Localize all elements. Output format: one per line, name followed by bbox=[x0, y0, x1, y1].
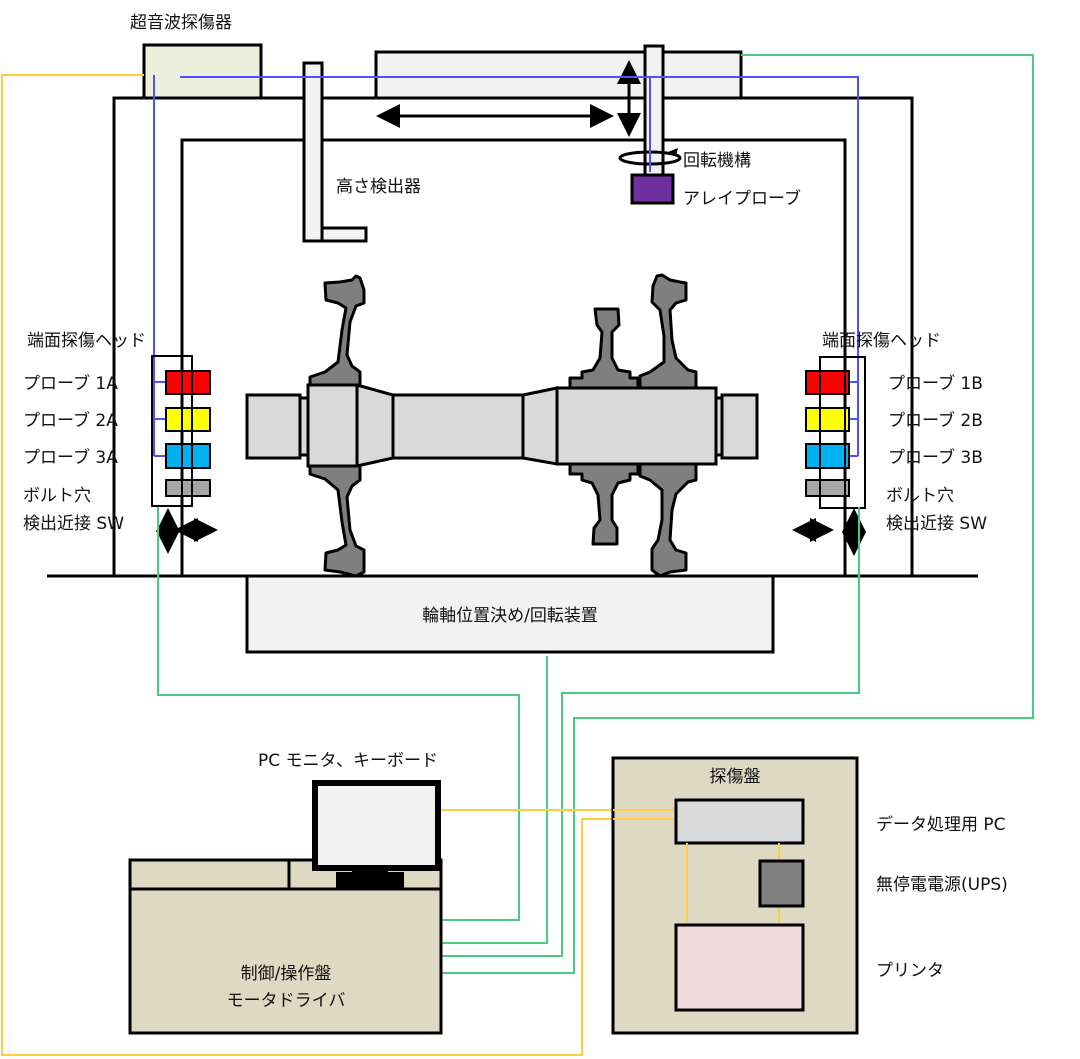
ultrasonic-detector-box bbox=[142, 43, 263, 100]
height-detector-label: 高さ検出器 bbox=[336, 177, 421, 197]
ultrasonic-detector-label: 超音波探傷器 bbox=[130, 13, 232, 33]
probe-1a-label: プローブ 1A bbox=[23, 373, 118, 394]
end-face-head-right bbox=[805, 356, 866, 509]
end-face-head-left-label: 端面探傷ヘッド bbox=[27, 331, 146, 351]
proximity-sw-left-label: 検出近接 SW bbox=[23, 514, 124, 534]
motor-driver-label: モータドライバ bbox=[227, 991, 346, 1011]
probe-2a-label: プローブ 2A bbox=[23, 410, 118, 431]
array-probe bbox=[630, 173, 675, 205]
control-wires bbox=[157, 54, 1034, 974]
probe-3b-label: プローブ 3B bbox=[888, 447, 983, 468]
bolt-hole-left-label: ボルト穴 bbox=[23, 486, 91, 506]
probe-2b-label: プローブ 2B bbox=[888, 410, 983, 431]
printer-label: プリンタ bbox=[876, 961, 944, 981]
internal-wires bbox=[686, 843, 780, 925]
ups-unit bbox=[758, 859, 805, 908]
flaw-panel-label: 探傷盤 bbox=[710, 767, 761, 787]
rotation-mechanism-label: 回転機構 bbox=[683, 151, 751, 171]
end-face-head-left bbox=[151, 355, 211, 507]
height-detector bbox=[302, 61, 368, 243]
probe-2a bbox=[165, 407, 211, 432]
probe-1b bbox=[805, 370, 850, 395]
printer bbox=[674, 923, 805, 1012]
bolt-hole-sw-right bbox=[805, 479, 850, 497]
positioning-device-label: 輪軸位置決め/回転装置 bbox=[422, 606, 598, 626]
panel-data-wires bbox=[613, 809, 674, 820]
probe-3a-label: プローブ 3A bbox=[23, 447, 118, 468]
pc-monitor-label: PC モニタ、キーボード bbox=[258, 751, 438, 771]
data-pc-label: データ処理用 PC bbox=[876, 814, 1006, 835]
end-face-head-right-label: 端面探傷ヘッド bbox=[822, 331, 941, 351]
wheelset bbox=[245, 273, 759, 578]
probe-2b bbox=[805, 407, 850, 432]
bolt-hole-right-label: ボルト穴 bbox=[886, 486, 954, 506]
probe-column bbox=[643, 44, 665, 178]
control-panel-label: 制御/操作盤 bbox=[241, 964, 332, 984]
positioning-rotation-device bbox=[245, 574, 775, 654]
gantry-frame bbox=[112, 96, 914, 576]
array-probe-label: アレイプローブ bbox=[683, 188, 801, 209]
rotation-arrow-head bbox=[668, 148, 678, 156]
bolt-hole-sw-left bbox=[165, 479, 211, 497]
top-rail bbox=[374, 50, 743, 100]
probe-1a bbox=[165, 370, 211, 395]
ups-label: 無停電電源(UPS) bbox=[876, 875, 1008, 895]
control-panel bbox=[128, 858, 443, 1035]
probe-1b-label: プローブ 1B bbox=[888, 373, 983, 394]
probe-3a bbox=[165, 443, 211, 469]
pc-monitor bbox=[312, 780, 441, 889]
proximity-sw-right-label: 検出近接 SW bbox=[886, 514, 987, 534]
probe-3b bbox=[805, 443, 850, 469]
data-processing-pc bbox=[674, 798, 805, 845]
